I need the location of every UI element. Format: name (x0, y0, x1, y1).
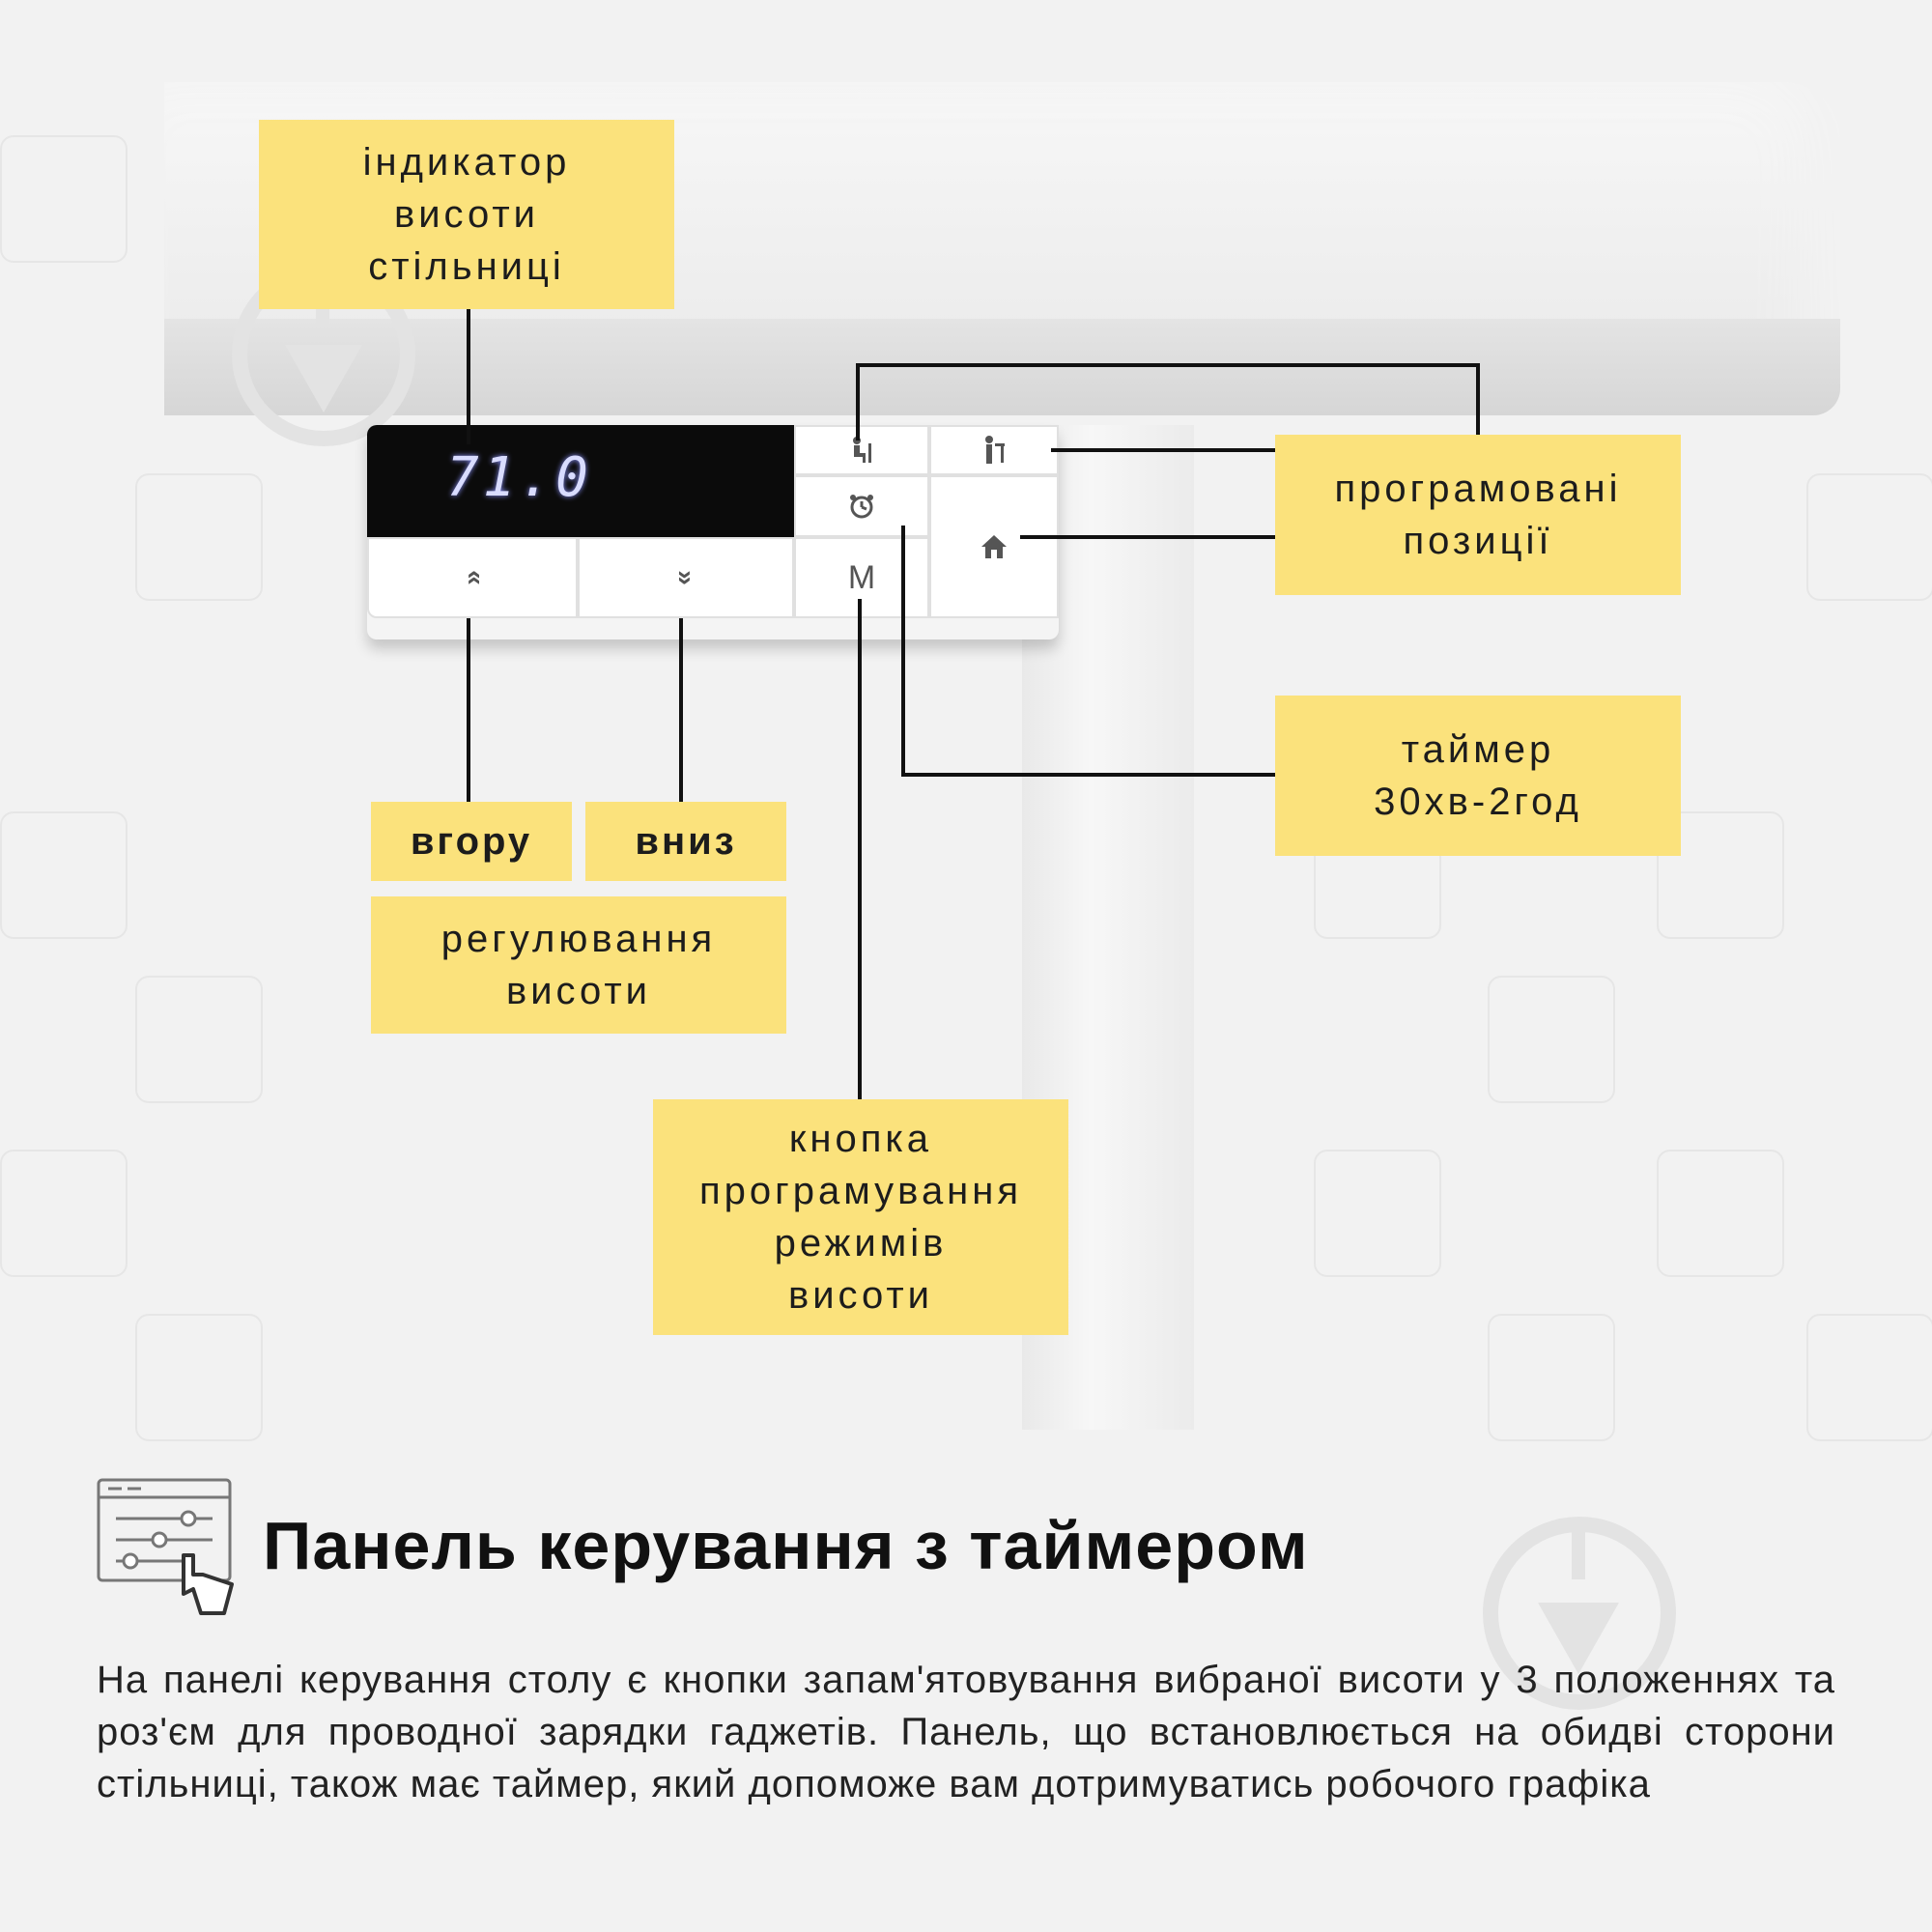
label-programmed-positions: програмовані позиції (1275, 435, 1681, 595)
stand-position-button[interactable] (929, 425, 1059, 475)
label-program-button: кнопка програмування режимів висоти (653, 1099, 1068, 1335)
callout-line (856, 363, 1480, 367)
description-text: На панелі керування столу є кнопки запам… (97, 1659, 1835, 1805)
page-title: Панель керування з таймером (263, 1508, 1309, 1583)
control-panel: 71.0 (367, 425, 1059, 639)
pattern-tile (135, 473, 263, 601)
label-timer: таймер 30хв-2год (1275, 696, 1681, 856)
standing-person-icon (985, 436, 1005, 464)
label-up: вгору (371, 802, 572, 881)
desk-scene: 71.0 (164, 82, 1840, 1430)
callout-line (467, 309, 470, 444)
down-button[interactable]: » (578, 537, 794, 618)
settings-sliders-click-icon (97, 1478, 237, 1623)
height-display: 71.0 (367, 425, 794, 537)
label-height-adjust: регулювання висоти (371, 896, 786, 1034)
pattern-tile (135, 976, 263, 1103)
pattern-tile (1488, 976, 1615, 1103)
pattern-tile (0, 1150, 128, 1277)
callout-line (679, 618, 683, 802)
pattern-tile (1314, 1150, 1441, 1277)
callout-line (1020, 535, 1277, 539)
callout-line (901, 773, 1277, 777)
chevron-up-icon: » (456, 570, 487, 585)
pattern-tile (0, 811, 128, 939)
home-icon (981, 535, 1007, 558)
callout-line (467, 618, 470, 802)
home-position-button[interactable] (929, 475, 1059, 618)
sitting-person-icon (853, 437, 871, 463)
callout-line (1476, 363, 1480, 435)
pattern-tile (0, 135, 128, 263)
pattern-tile (135, 1314, 263, 1441)
callout-line (901, 526, 905, 777)
timer-button[interactable] (794, 475, 929, 537)
memory-button[interactable]: M (794, 537, 929, 618)
label-height-indicator: індикатор висоти стільниці (259, 120, 674, 309)
pattern-tile (1806, 473, 1932, 601)
pattern-tile (1806, 1314, 1932, 1441)
callout-line (858, 599, 862, 1101)
pattern-tile (1488, 1314, 1615, 1441)
callout-line (856, 363, 860, 440)
desk-edge (164, 319, 1840, 415)
sit-position-button[interactable] (794, 425, 929, 475)
chevron-down-icon: » (670, 570, 701, 585)
pattern-tile (1657, 811, 1784, 939)
pattern-tile (1657, 1150, 1784, 1277)
up-button[interactable]: » (367, 537, 578, 618)
callout-line (1051, 448, 1277, 452)
alarm-clock-icon (850, 495, 873, 519)
label-down: вниз (585, 802, 786, 881)
height-value: 71.0 (446, 446, 592, 509)
